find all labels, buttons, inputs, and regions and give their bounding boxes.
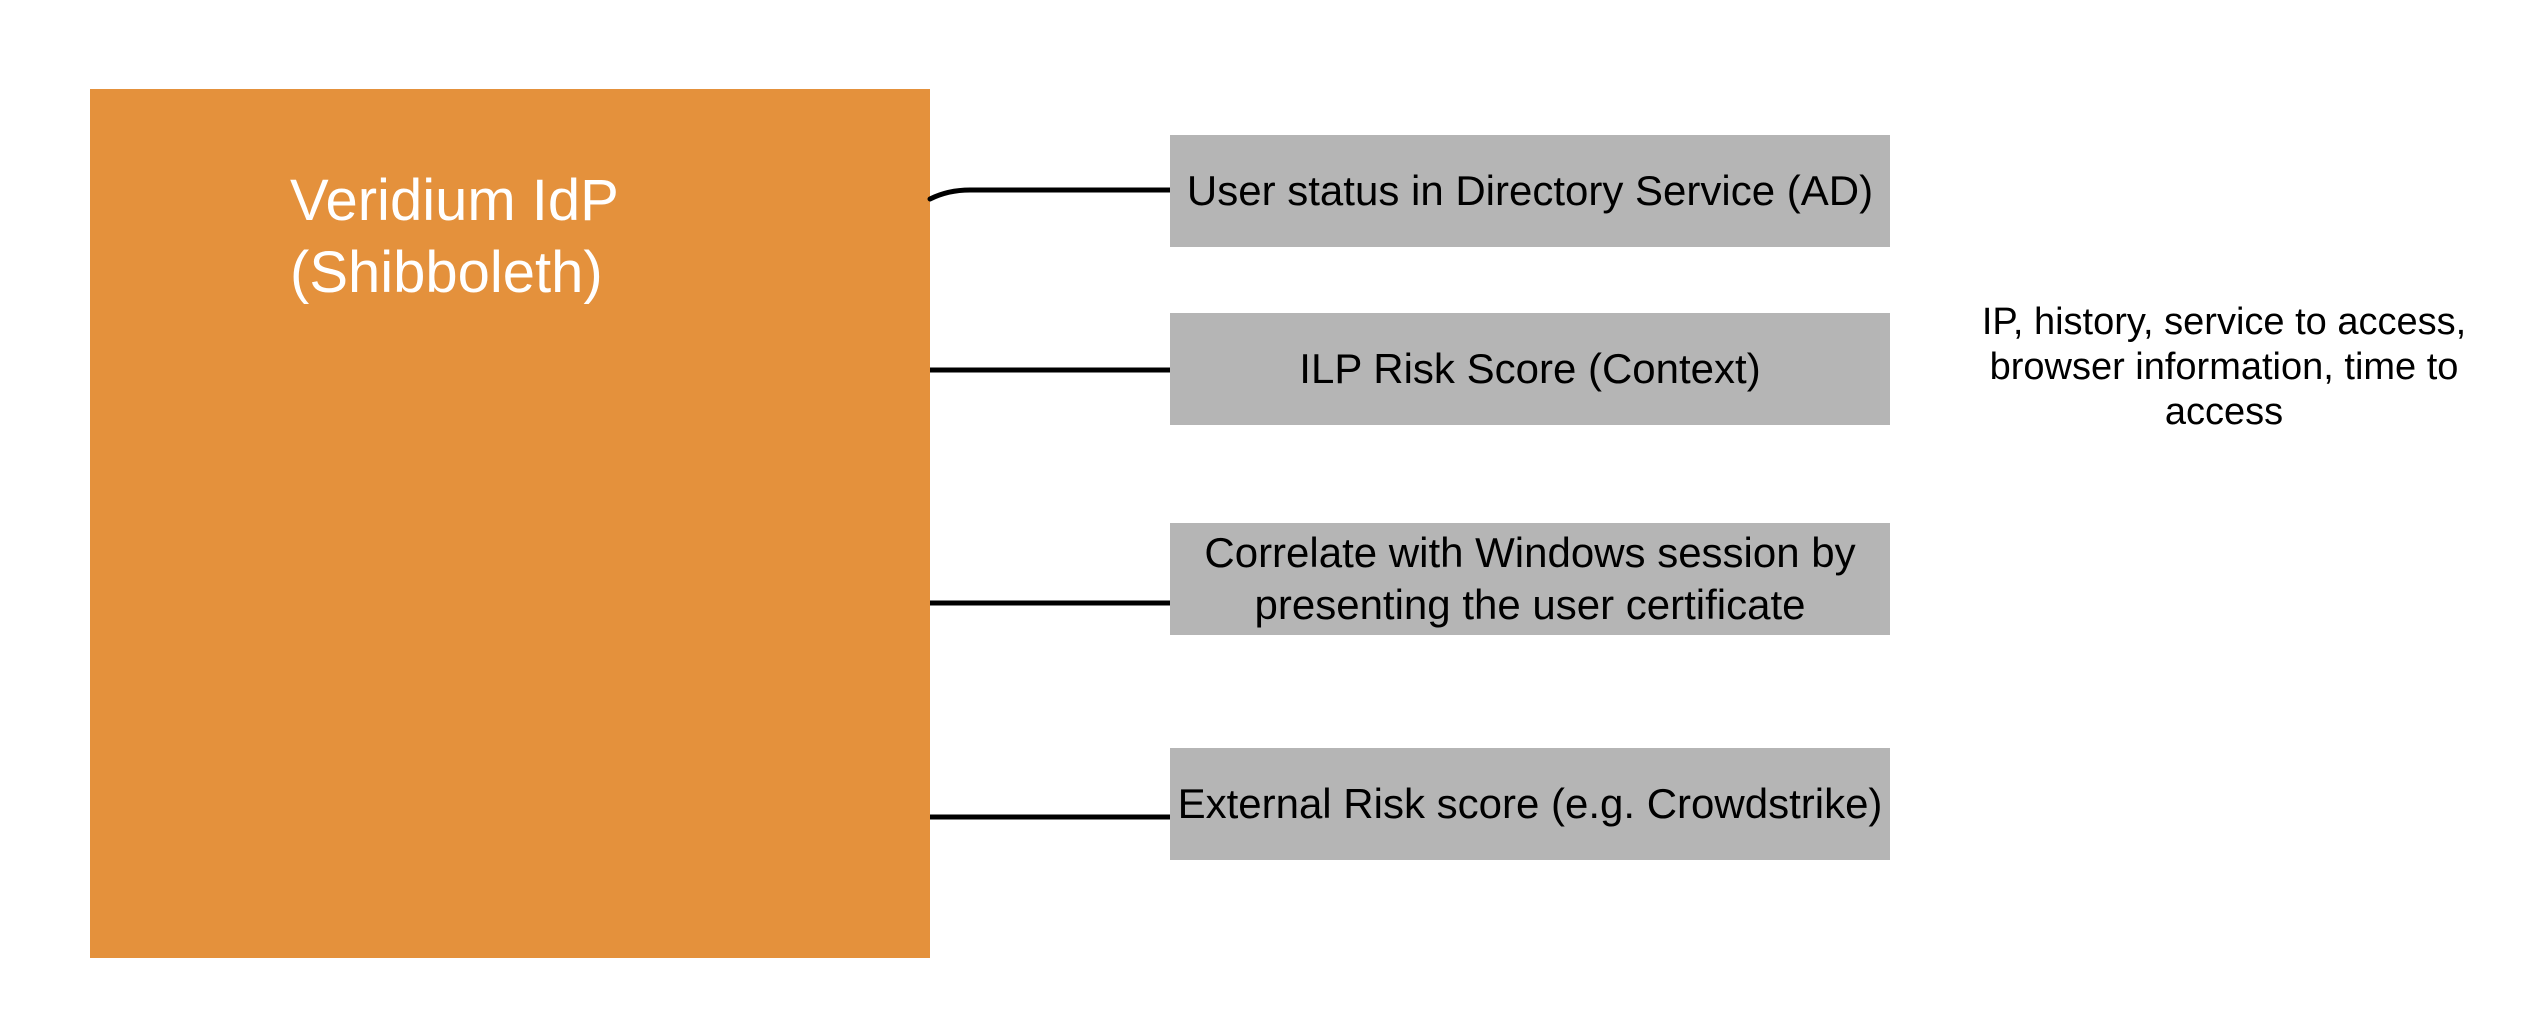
connector-line-1 — [927, 187, 1174, 202]
factor-label: ILP Risk Score (Context) — [1299, 345, 1761, 392]
factor-box-external-risk: External Risk score (e.g. Crowdstrike) — [1170, 748, 1890, 860]
factor-box-ilp-risk-score: ILP Risk Score (Context) — [1170, 313, 1890, 425]
veridium-idp-node: Veridium IdP (Shibboleth) — [90, 89, 930, 958]
factor-label: External Risk score (e.g. Crowdstrike) — [1177, 780, 1883, 827]
context-annotation: IP, history, service to access, browser … — [1981, 301, 2467, 433]
factor-label: User status in Directory Service (AD) — [1186, 167, 1874, 214]
veridium-idp-label: Veridium IdP (Shibboleth) — [290, 168, 619, 305]
factor-label: Correlate with Windows session by presen… — [1204, 529, 1856, 628]
factor-box-correlate-session: Correlate with Windows session by presen… — [1170, 523, 1890, 635]
factor-box-user-status: User status in Directory Service (AD) — [1170, 135, 1890, 247]
